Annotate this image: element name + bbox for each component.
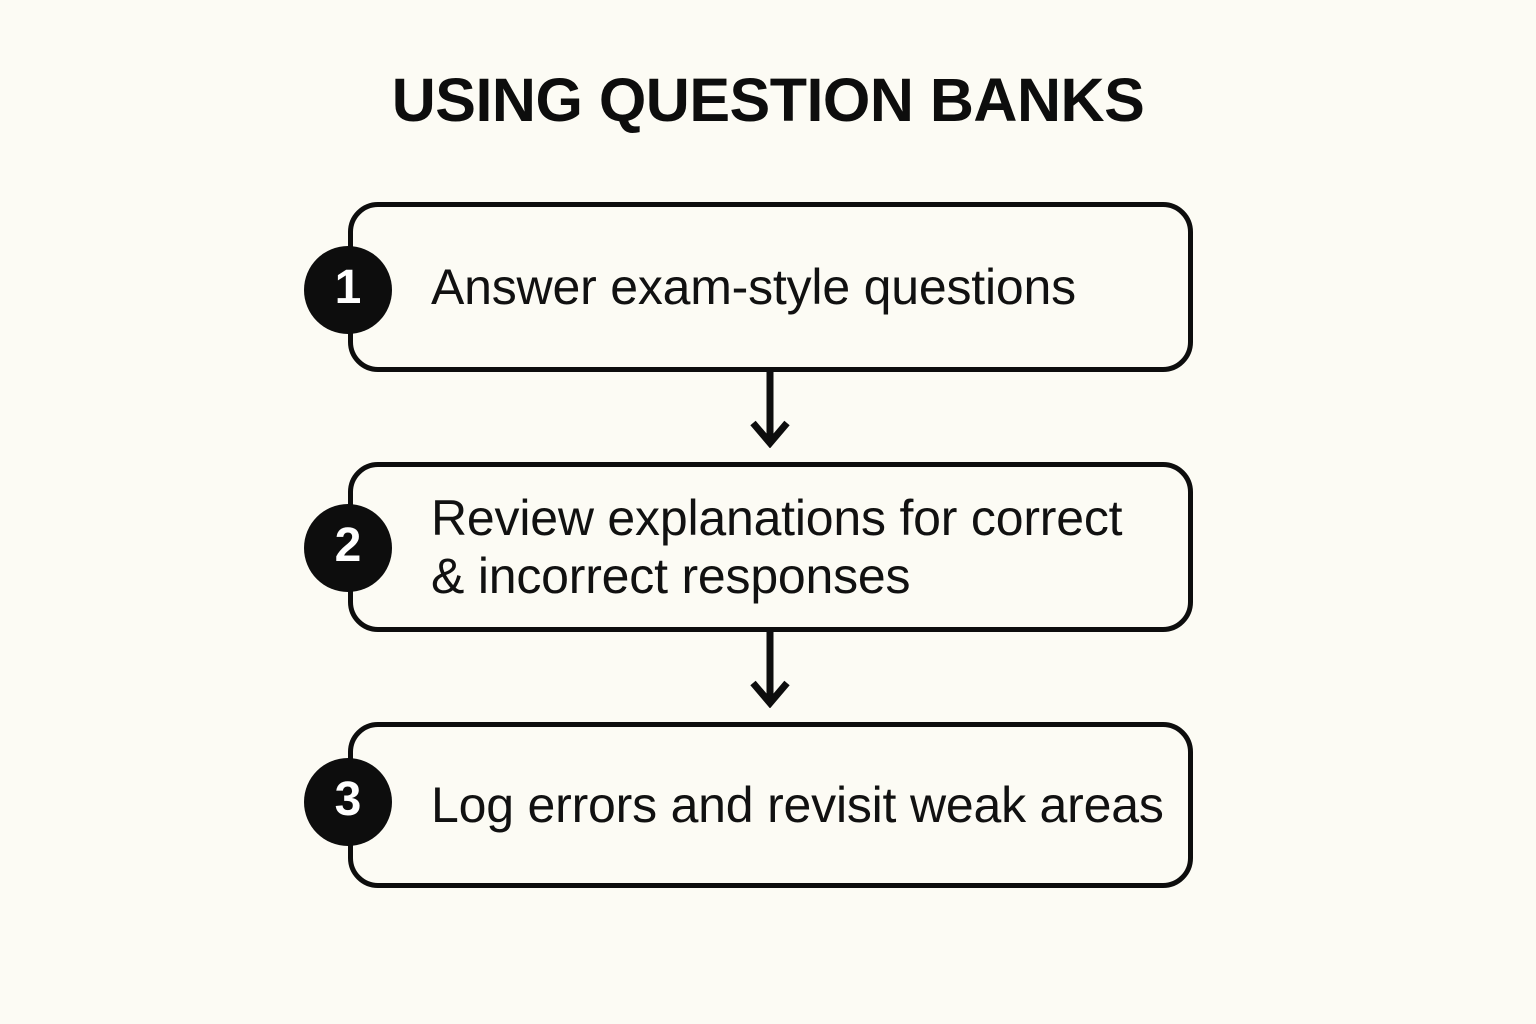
arrow-down-icon-2 — [742, 628, 798, 708]
arrow-down-icon-1 — [742, 368, 798, 448]
step-1-number-badge: 1 — [304, 246, 392, 334]
step-3-text: Log errors and revisit weak areas — [431, 776, 1176, 834]
step-2-line-2: & incorrect responses — [431, 548, 911, 604]
page-title: USING QUESTION BANKS — [391, 66, 1145, 134]
flow-step-2: Review explanations for correct & incorr… — [348, 462, 1193, 632]
step-2-number: 2 — [334, 519, 362, 572]
step-3-number: 3 — [334, 773, 362, 826]
flow-step-1: Answer exam-style questions — [348, 202, 1193, 372]
step-1-line-1: Answer exam-style questions — [431, 259, 1076, 315]
step-1-text: Answer exam-style questions — [431, 258, 1176, 316]
flow-step-3: Log errors and revisit weak areas — [348, 722, 1193, 888]
step-2-text: Review explanations for correct & incorr… — [431, 489, 1176, 605]
step-3-line-1: Log errors and revisit weak areas — [431, 777, 1164, 833]
step-2-line-1: Review explanations for correct — [431, 490, 1123, 546]
step-1-number: 1 — [334, 261, 362, 314]
step-3-number-badge: 3 — [304, 758, 392, 846]
step-2-number-badge: 2 — [304, 504, 392, 592]
